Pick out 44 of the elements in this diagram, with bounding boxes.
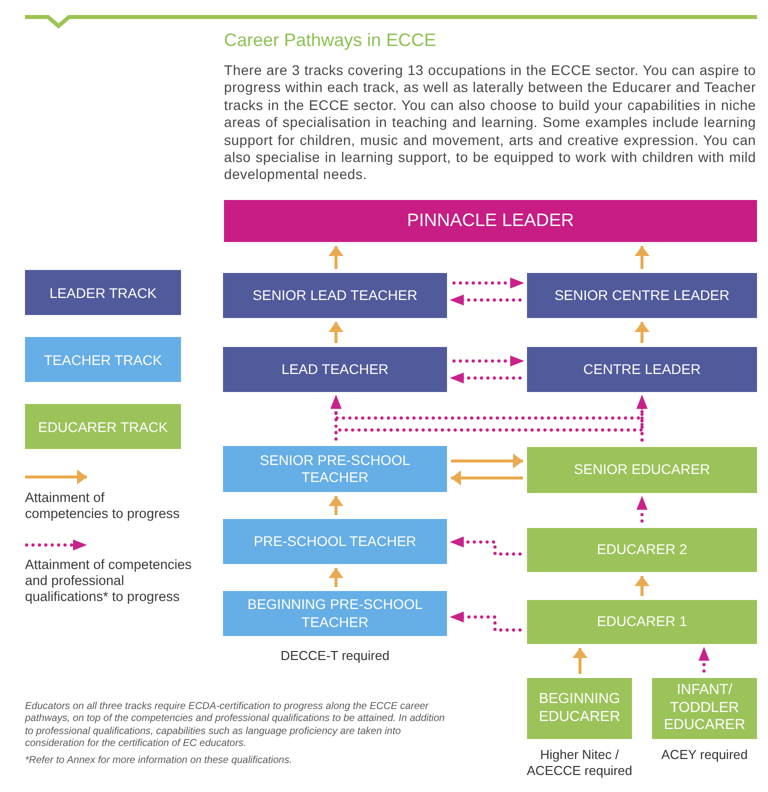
- arrow: [575, 648, 585, 674]
- dotted-arrow: [450, 372, 522, 384]
- arrow: [451, 473, 523, 483]
- intro-paragraph: There are 3 tracks covering 13 occupations in the ECCE sector. You can aspire to progress within each track, as well as laterally between the Educarer and Teacher tracks in the ECCE sector. You can also choose to build your capabilities in niche areas of specialisation in teaching and learning. Some examples include learning support for children, music and movement, arts and creative expression. You can also specialise in learning support, to be equipped to work with children with mild developmental needs.: [224, 62, 756, 184]
- dotted-arrow: [452, 356, 524, 366]
- role-box: EDUCARER 1: [527, 600, 757, 644]
- role-box: LEAD TEACHER: [223, 347, 447, 392]
- page-title: Career Pathways in ECCE: [224, 29, 436, 51]
- arrow: [451, 456, 523, 466]
- dotted-arrow: [636, 396, 648, 442]
- role-box: BEGINNING PRE-SCHOOL TEACHER: [223, 591, 447, 636]
- dotted-arrow: [452, 278, 524, 288]
- arrow: [637, 576, 647, 596]
- arrow: [331, 322, 341, 343]
- requirement-note: Higher Nitec / ACECCE required: [526, 747, 634, 779]
- track-legend-key: TEACHER TRACK: [25, 337, 181, 382]
- role-box: PINNACLE LEADER: [224, 200, 757, 242]
- footnote: Educators on all three tracks require ECDA-certification to progress along the ECCE career pathways, on top of the competencies and professional qualifications to be attained. In addition to professional qualifications, capabilities such as language proficiency are taken into consideration for the certification of EC educators.: [25, 701, 446, 751]
- role-box: SENIOR LEAD TEACHER: [223, 273, 447, 318]
- dotted-arrow: [450, 294, 522, 306]
- role-box: SENIOR EDUCARER: [527, 447, 757, 493]
- role-box: CENTRE LEADER: [527, 347, 757, 392]
- role-box: PRE-SCHOOL TEACHER: [223, 519, 447, 564]
- track-legend-key: LEADER TRACK: [25, 270, 181, 315]
- requirement-note: DECCE-T required: [280, 648, 390, 664]
- role-box: EDUCARER 2: [527, 528, 757, 572]
- arrow: [637, 246, 647, 269]
- role-box: SENIOR CENTRE LEADER: [527, 273, 757, 318]
- arrow: [331, 568, 341, 587]
- role-box: INFANT/ TODDLER EDUCARER: [652, 678, 757, 739]
- dotted-arrow: [450, 612, 522, 632]
- role-box: BEGINNING EDUCARER: [527, 678, 632, 739]
- role-box: SENIOR PRE-SCHOOL TEACHER: [223, 446, 447, 492]
- track-legend-key: EDUCARER TRACK: [25, 404, 181, 449]
- arrow: [331, 496, 341, 515]
- dotted-arrow: [450, 536, 522, 556]
- footnote: *Refer to Annex for more information on these qualifications.: [25, 755, 293, 768]
- requirement-note: ACEY required: [661, 747, 748, 763]
- legend-text: Attainment of competencies to progress: [25, 490, 181, 522]
- dotted-arrow: [636, 496, 648, 523]
- arrow: [637, 322, 647, 343]
- arrow: [331, 246, 341, 269]
- dotted-arrow: [698, 648, 710, 673]
- legend-text: Attainment of competencies and professional qualifications* to progress: [25, 557, 193, 605]
